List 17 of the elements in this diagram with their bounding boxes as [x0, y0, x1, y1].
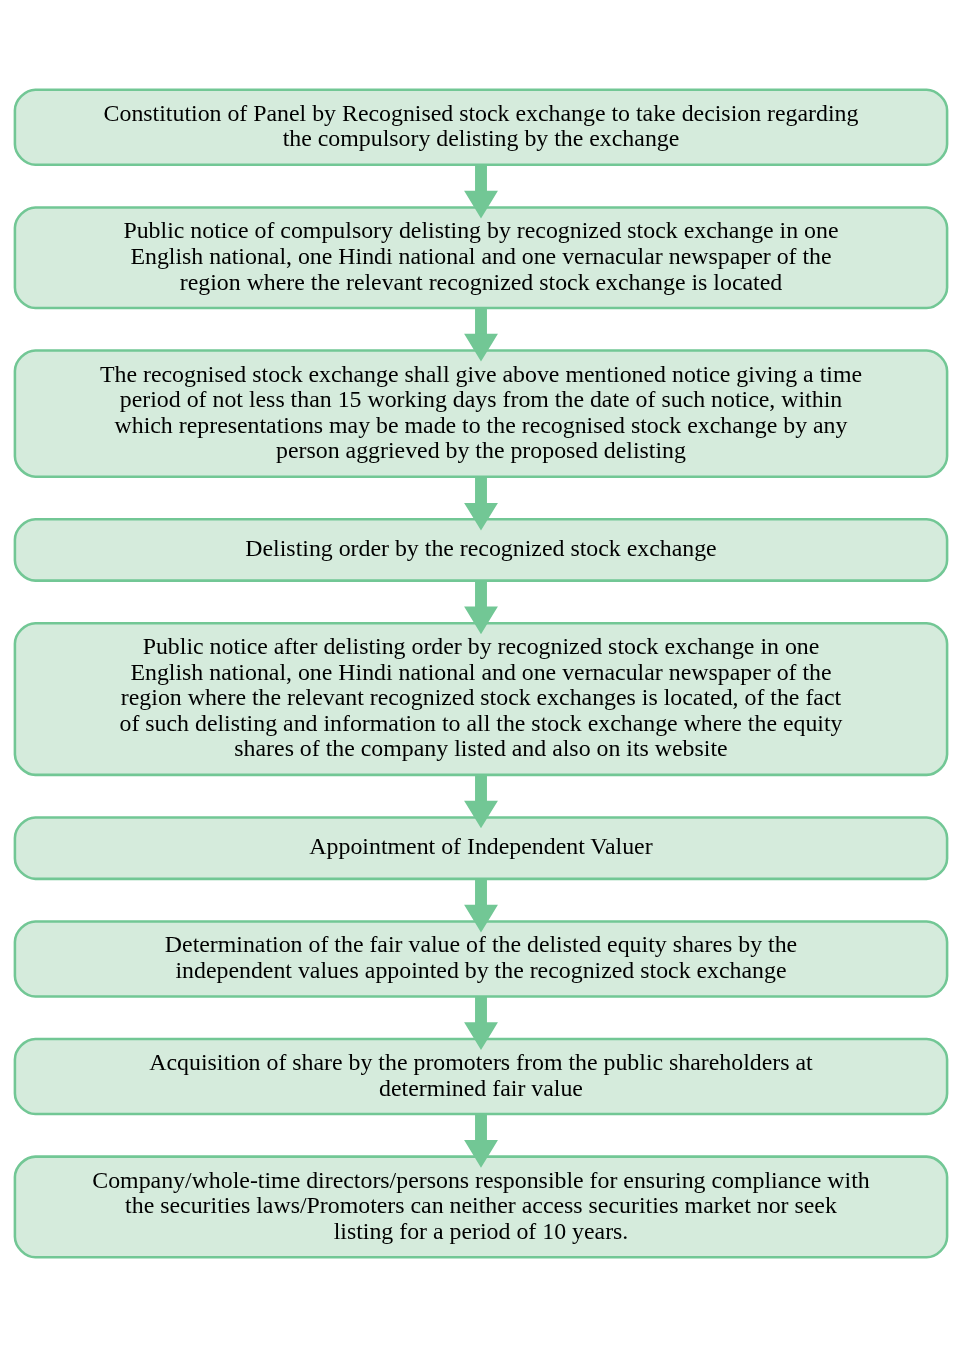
node-box: Public notice of compulsory delisting by recognized stock exchange in one English national, one Hindi national and one vernacular newspaper of the region where the relevant recognized stock exchange is located — [13, 205, 949, 309]
arrow — [464, 1113, 498, 1168]
node-box: Acquisition of share by the promoters from the public shareholders at determined fair value — [13, 1037, 949, 1115]
node-box: Constitution of Panel by Recognised stock exchange to take decision regarding the compulsory delisting by the exchange — [13, 88, 949, 166]
arrow — [464, 996, 498, 1050]
arrow — [464, 774, 498, 828]
arrow — [464, 878, 498, 932]
arrow — [464, 164, 498, 218]
arrow — [464, 308, 498, 361]
node-box: Determination of the fair value of the delisted equity shares by the independent values appointed by the recognized stock exchange — [13, 919, 949, 998]
node-box: Company/whole-time directors/persons responsible for ensuring compliance with the securities laws/Promoters can neither access securities market nor seek listing for a period of 10 years. — [13, 1154, 949, 1258]
arrow — [464, 580, 498, 634]
node-box: Appointment of Independent Valuer — [13, 815, 949, 880]
node-box: Delisting order by the recognized stock exchange — [13, 517, 949, 582]
node-box: Public notice after delisting order by recognized stock exchange in one English national, one Hindi national and one vernacular newspaper of the region where the relevant recognized stock exchanges is located, of the fact of such delisting and information to all the stock exchange where the equity shares of the company listed and also on its website — [13, 621, 949, 776]
node-box: The recognised stock exchange shall give above mentioned notice giving a time period of not less than 15 working days from the date of such notice, within which representations may be made to the recognised stock exchange by any person aggrieved by the proposed delisting — [13, 348, 949, 478]
arrow — [464, 476, 498, 530]
